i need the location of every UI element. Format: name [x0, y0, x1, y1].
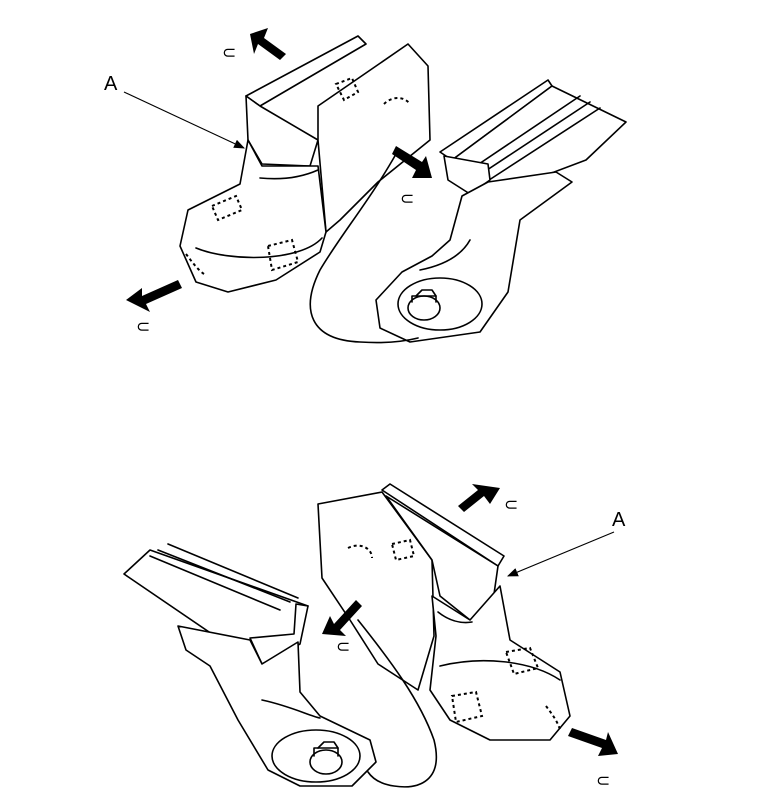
- top-view-group: A ⊂ ⊂ ⊂: [104, 28, 627, 344]
- bottom-bolt-bracket: [177, 625, 377, 787]
- bottom-view-group: A ⊂ ⊂ ⊂: [123, 483, 626, 791]
- top-callout-a: A: [104, 73, 245, 149]
- top-mark-right: ⊂: [400, 189, 414, 209]
- bottom-arrow-lower-icon: [568, 728, 618, 756]
- top-arrow-right-icon: [392, 146, 432, 178]
- top-callout-a-leader: [123, 91, 245, 149]
- top-direction-arrows: [126, 28, 432, 312]
- top-bracket-a: [179, 35, 431, 344]
- top-arrow-upper-icon: [250, 28, 286, 60]
- bottom-callout-a: A: [506, 509, 626, 577]
- bottom-callout-a-label: A: [612, 509, 626, 531]
- bottom-arrow-left-icon: [322, 600, 362, 636]
- bottom-arrow-upper-icon: [458, 484, 500, 512]
- bottom-bracket-a: [317, 483, 571, 788]
- top-arrow-lower-icon: [126, 280, 182, 312]
- bottom-bolt-icon: [309, 749, 343, 775]
- top-bolt-bracket: [375, 171, 573, 343]
- top-callout-a-label: A: [104, 73, 118, 95]
- bottom-direction-arrows: [322, 484, 618, 756]
- bottom-mark-lower: ⊂: [596, 771, 610, 791]
- top-seat-rail: [439, 79, 627, 215]
- bottom-mark-upper: ⊂: [504, 495, 518, 515]
- top-mark-lower: ⊂: [136, 317, 150, 337]
- bottom-mark-left: ⊂: [336, 637, 350, 657]
- bottom-callout-a-leader: [506, 531, 615, 577]
- top-mark-upper: ⊂: [222, 43, 236, 63]
